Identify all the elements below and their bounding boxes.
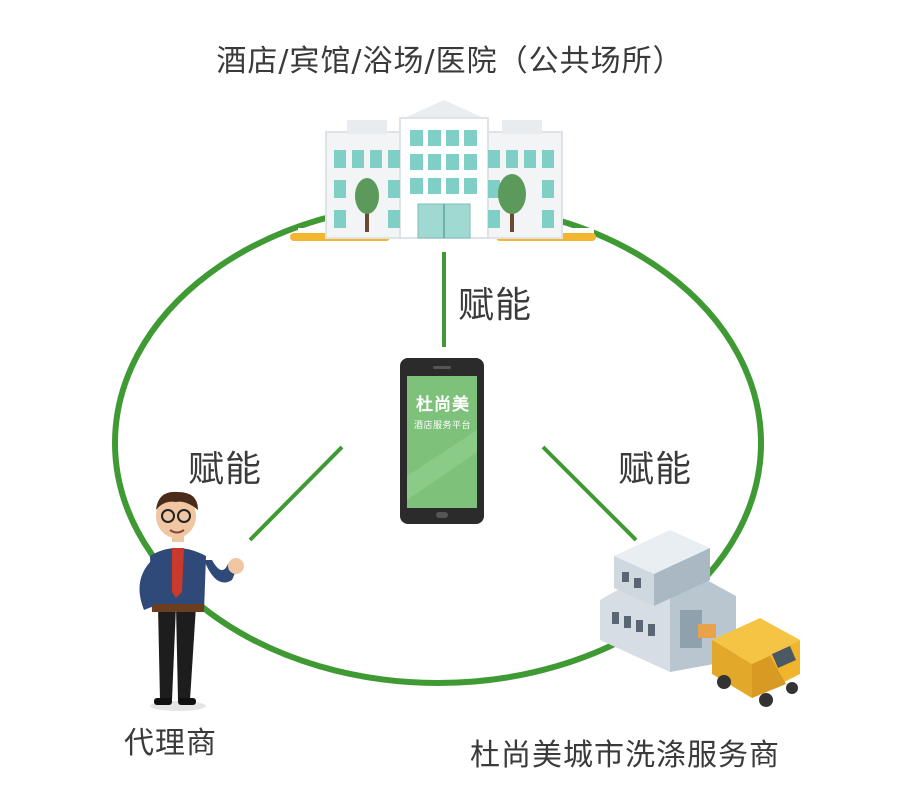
edge-label-top: 赋能 xyxy=(458,285,533,326)
agent-person-icon xyxy=(139,491,244,711)
phone-brand-text: 杜尚美 xyxy=(416,395,470,415)
laundry-facility-icon xyxy=(600,530,800,707)
service-provider-label: 杜尚美城市洗涤服务商 xyxy=(470,738,780,773)
diagram-title: 酒店/宾馆/浴场/医院（公共场所） xyxy=(216,44,684,79)
agent-label: 代理商 xyxy=(124,726,217,761)
hotel-building-icon xyxy=(290,100,596,244)
phone-icon xyxy=(400,358,484,524)
delivery-van-icon xyxy=(712,618,800,707)
phone-subtitle-text: 酒店服务平台 xyxy=(414,421,472,431)
connector-left xyxy=(248,445,344,542)
edge-label-right: 赋能 xyxy=(618,449,693,490)
connector-right xyxy=(541,445,638,542)
edge-label-left: 赋能 xyxy=(188,449,263,490)
